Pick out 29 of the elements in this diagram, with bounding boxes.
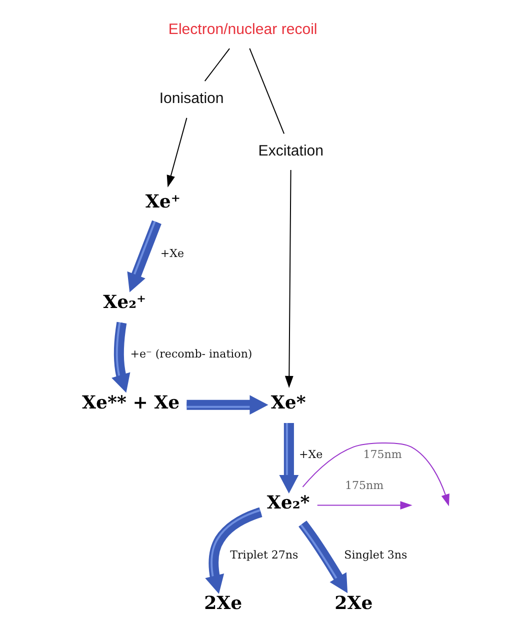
edge-label: 175nm (344, 479, 384, 492)
connector (248, 48, 284, 134)
arrow (166, 118, 187, 188)
connector (204, 48, 230, 82)
arrow (278, 423, 298, 494)
arrow (111, 322, 130, 393)
edge-label: Triplet 27ns (230, 548, 298, 562)
arrow (186, 395, 268, 415)
edge-label: +Xe (160, 247, 184, 260)
edge-label: Singlet 3ns (344, 548, 407, 562)
arrow (298, 520, 348, 594)
node-text: Xe** + Xe (82, 392, 180, 414)
node-text: Excitation (258, 142, 324, 160)
node-text: Xe* (270, 392, 306, 414)
arrow (126, 220, 161, 292)
node-text: 2Xe (204, 593, 242, 614)
edge-label: +Xe (298, 448, 322, 461)
arrow (284, 170, 293, 388)
node-text: Ionisation (158, 90, 224, 108)
edge-label: 175nm (362, 448, 402, 461)
arrow (316, 501, 412, 510)
node-text: Xe₂⁺ (102, 292, 146, 313)
edge-label: +e⁻ (recomb- ination) (130, 347, 252, 360)
node-text: Electron/nuclear recoil (168, 20, 317, 38)
node-text: 2Xe (334, 593, 372, 614)
arrow (302, 442, 449, 506)
arrow (204, 507, 262, 594)
node-text: Xe⁺ (144, 191, 180, 212)
node-text: Xe₂* (266, 492, 310, 514)
